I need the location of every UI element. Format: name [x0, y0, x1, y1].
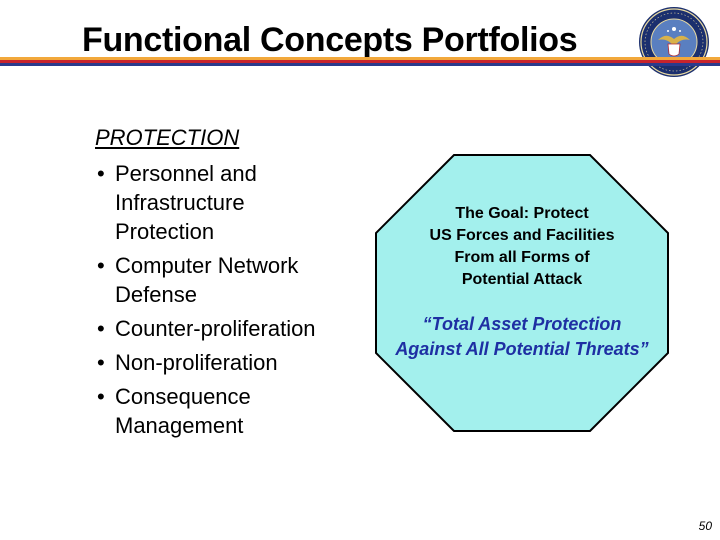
quote-line: Against All Potential Threats” [395, 339, 649, 359]
section-heading: PROTECTION [95, 125, 240, 150]
bullet-dot: • [97, 350, 105, 375]
goal-line: The Goal: Protect [455, 205, 589, 222]
bullet-line: Defense [115, 282, 197, 307]
bullet-line: Management [115, 413, 244, 438]
quote-line: “Total Asset Protection [422, 314, 622, 334]
page-number: 50 [698, 519, 712, 533]
bullet-item: • Non-proliferation [95, 348, 365, 377]
bullet-line: Infrastructure [115, 190, 245, 215]
header-rule-blue [0, 63, 720, 66]
bullet-line: Computer Network [115, 253, 299, 278]
bullet-dot: • [97, 384, 105, 409]
bullet-line: Non-proliferation [115, 350, 278, 375]
header-rule-gold [0, 57, 720, 60]
goal-octagon [375, 154, 669, 432]
goal-line: Potential Attack [461, 271, 583, 288]
bullet-item: • Counter-proliferation [95, 314, 365, 343]
goal-line: US Forces and Facilities [429, 227, 615, 244]
dod-seal-icon [639, 7, 709, 77]
page-title: Functional Concepts Portfolios [82, 21, 578, 59]
bullet-dot: • [97, 253, 105, 278]
bullet-line: Personnel and [115, 161, 257, 186]
goal-line: From all Forms of [454, 249, 590, 266]
bullet-line: Consequence [115, 384, 251, 409]
bullet-line: Protection [115, 219, 215, 244]
header-rule-red [0, 60, 720, 63]
bullet-line: Counter-proliferation [115, 316, 316, 341]
bullet-dot: • [97, 161, 105, 186]
goal-statement: The Goal: Protect US Forces and Facilitie… [374, 203, 670, 291]
bullet-dot: • [97, 316, 105, 341]
